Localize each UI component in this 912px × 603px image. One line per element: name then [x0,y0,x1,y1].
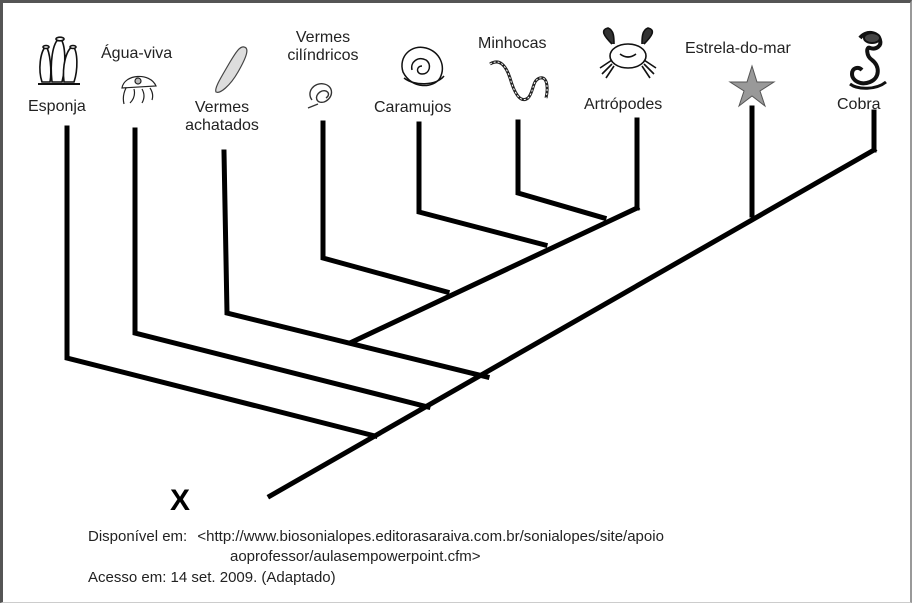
starfish-icon [728,64,776,108]
branch-caramujos [416,121,549,249]
branch-vermes-achatados [221,149,491,381]
roundworm-icon [307,83,333,109]
snail-icon [401,46,445,87]
root-label-x: X [170,484,191,517]
jellyfish-icon [121,75,157,105]
label-caramujos: Caramujos [374,99,452,116]
earthworm-icon [489,60,549,101]
sponge-icon [38,36,80,85]
branch-agua-viva [132,127,432,411]
label-agua-viva: Água-viva [101,45,173,62]
label-estrela-do-mar: Estrela-do-mar [685,40,791,57]
branch-esponja [64,125,379,440]
protostome-trunk [348,204,641,346]
label-vermes-achatados-line2: achatados [185,117,259,134]
label-vermes-cilindricos-line1: Vermes [295,29,351,46]
source-prefix: Disponível em: [88,528,188,545]
snake-icon [849,31,887,90]
label-cobra: Cobra [837,96,881,113]
branch-vermes-cilindricos [320,120,451,296]
source-url-1: <http://www.biosonialopes.editorasaraiva… [197,528,664,545]
label-vermes-achatados-line1: Vermes [194,99,250,116]
flatworm-icon [215,46,248,93]
crab-icon [599,27,657,79]
source-line-3: Acesso em: 14 set. 2009. (Adaptado) [88,569,336,586]
source-line-1: Disponível em: <http://www.biosonialopes… [88,527,664,546]
label-vermes-cilindricos: Vermes cilíndricos [274,29,372,65]
main-trunk [266,146,878,500]
label-esponja: Esponja [28,98,86,115]
label-vermes-cilindricos-line2: cilíndricos [287,47,359,64]
source-line-2: aoprofessor/aulasempowerpoint.cfm> [230,548,481,565]
label-vermes-achatados: Vermes achatados [174,99,270,135]
label-minhocas: Minhocas [478,35,547,52]
branch-minhocas [515,119,608,222]
label-artropodes: Artrópodes [584,96,663,113]
